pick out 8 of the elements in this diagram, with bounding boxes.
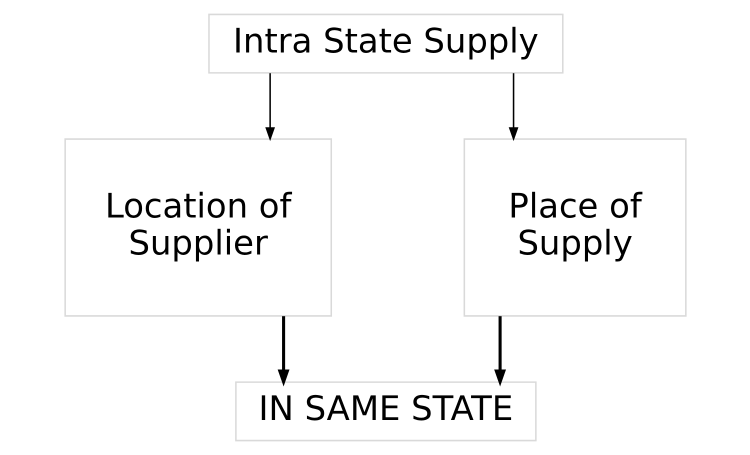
node-box: IN SAME STATE (234, 381, 536, 442)
node-box: Intra State Supply (208, 14, 564, 74)
node-box: Location of Supplier (64, 138, 332, 317)
arrow (494, 316, 506, 386)
arrow (264, 73, 274, 142)
arrow (277, 316, 290, 386)
node-box: Place of Supply (463, 138, 686, 317)
arrow (508, 73, 518, 142)
